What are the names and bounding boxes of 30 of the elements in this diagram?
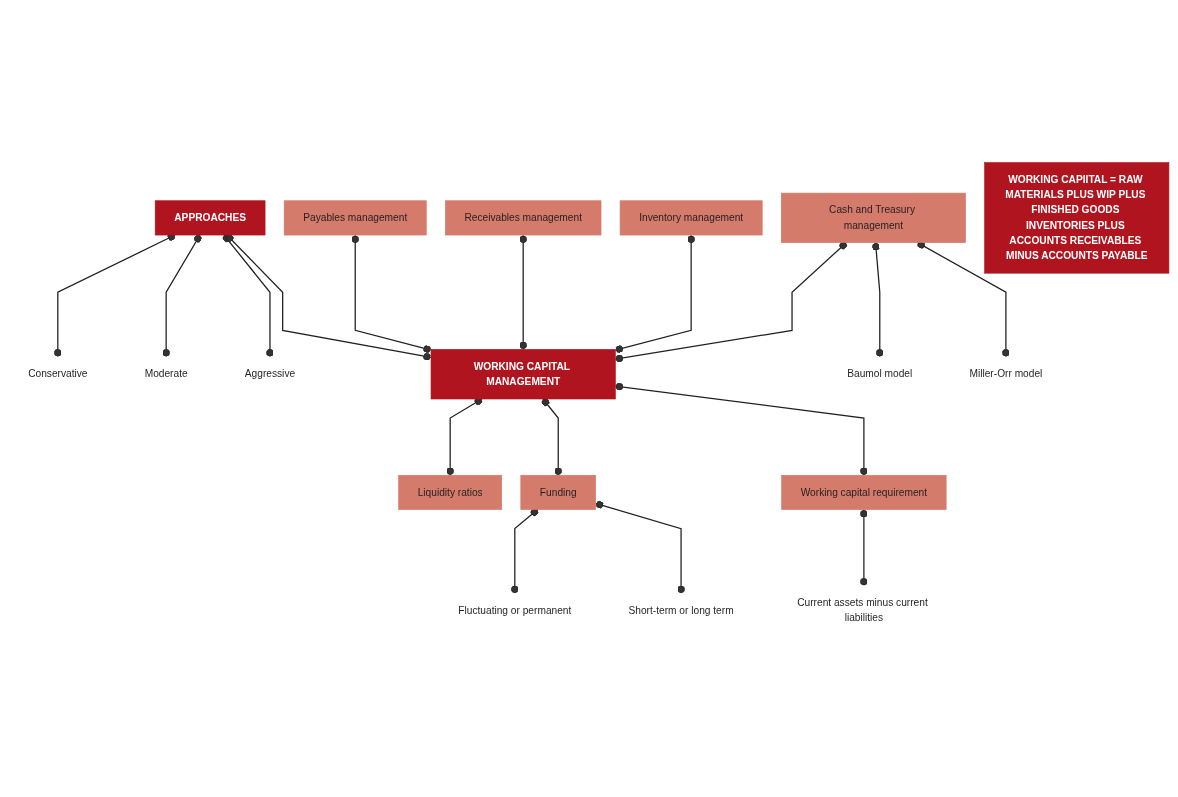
connector: [872, 241, 884, 358]
node-box: WORKING CAPITAL MANAGEMENT: [430, 348, 616, 399]
connector: [222, 233, 274, 358]
connector: [614, 241, 848, 362]
connector: [860, 508, 868, 586]
node-box: APPROACHES: [154, 199, 266, 235]
node-box: Receivables management: [445, 199, 602, 235]
node-box: Liquidity ratios: [398, 474, 503, 510]
connector: [541, 397, 563, 476]
node-box: Funding: [520, 474, 596, 510]
connector: [519, 233, 528, 350]
node-text: Short-term or long term: [628, 604, 734, 616]
node-text: Fluctuating or permanent: [458, 604, 572, 616]
node-text: Moderate: [144, 368, 188, 379]
node-text: Aggressive: [244, 368, 296, 379]
connector: [595, 500, 685, 594]
node-text: Conservative: [28, 368, 88, 379]
connector: [225, 233, 432, 360]
connector: [351, 233, 432, 353]
node-box: Working capital requirement: [781, 474, 947, 510]
node-box: Payables management: [283, 199, 427, 235]
node-box: WORKING CAPIITAL = RAW MATERIALS PLUS WIP PLUS FINISHED GOODS INVENTORIES PLUS ACCOUNTS RECEIVABLES MINUS ACCOUNTS PAYABLE: [984, 161, 1170, 273]
connector: [614, 382, 868, 476]
node-text: Baumol model: [847, 368, 913, 379]
connector: [162, 233, 202, 358]
connector: [614, 233, 695, 353]
node-text: Current assets minus current liabilities: [797, 596, 928, 623]
node-text: Miller-Orr model: [969, 368, 1043, 379]
node-box: Cash and Treasury management: [780, 192, 966, 243]
node-box: Inventory management: [619, 199, 763, 235]
